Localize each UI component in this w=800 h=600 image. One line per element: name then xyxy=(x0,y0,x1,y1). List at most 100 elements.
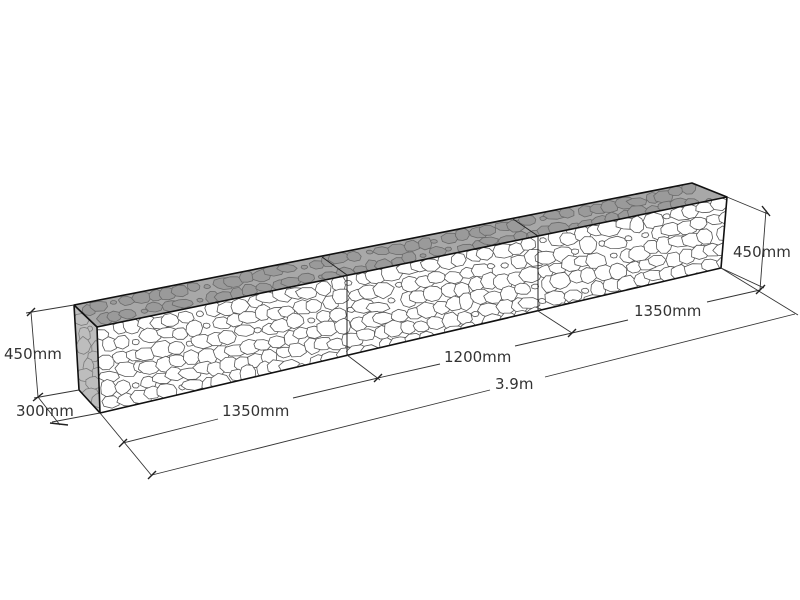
dimension-label-height-left: 450mm xyxy=(4,345,62,363)
stone xyxy=(578,236,598,255)
stone xyxy=(307,317,316,324)
stone xyxy=(443,271,464,285)
stone xyxy=(365,249,374,255)
stone xyxy=(109,300,117,305)
stone-texture-front xyxy=(97,197,727,409)
stone xyxy=(305,299,323,313)
stone xyxy=(97,370,120,382)
stone xyxy=(444,246,453,252)
stone xyxy=(254,304,271,321)
stone xyxy=(286,312,305,330)
dimension-label-height-right: 450mm xyxy=(733,243,791,261)
stone xyxy=(534,250,559,265)
stone xyxy=(454,228,470,241)
stone xyxy=(217,329,237,346)
stone xyxy=(131,382,140,389)
stone xyxy=(89,300,108,312)
stone xyxy=(300,264,309,270)
stone xyxy=(101,395,121,409)
stone xyxy=(558,207,575,219)
stone xyxy=(500,262,509,269)
stone xyxy=(75,335,92,355)
stone xyxy=(131,339,140,346)
stone xyxy=(641,232,650,239)
stone xyxy=(297,272,316,284)
stone xyxy=(233,324,256,337)
stone xyxy=(97,354,115,371)
stone xyxy=(172,327,188,340)
stone xyxy=(703,269,721,287)
stone xyxy=(344,279,353,286)
stone xyxy=(372,282,395,300)
stone xyxy=(604,293,630,306)
dimension-label-segment-3: 1350mm xyxy=(634,302,701,320)
stone xyxy=(517,297,541,309)
stone xyxy=(469,288,491,305)
stone xyxy=(681,283,691,290)
stone xyxy=(332,288,351,304)
stone xyxy=(695,201,715,214)
dimension-label-segment-1: 1350mm xyxy=(222,402,289,420)
stone xyxy=(549,271,571,290)
stone xyxy=(276,263,298,273)
stone xyxy=(499,285,518,303)
stone xyxy=(171,298,194,309)
stone xyxy=(356,328,376,341)
stone xyxy=(267,335,286,349)
dimension-label-depth: 300mm xyxy=(16,402,74,420)
stone xyxy=(559,232,580,247)
stone xyxy=(478,224,497,236)
stone xyxy=(486,263,496,270)
stone-texture-side xyxy=(74,313,100,409)
stone xyxy=(581,287,590,294)
stone xyxy=(346,250,362,262)
stone xyxy=(450,252,467,267)
stone xyxy=(625,260,643,274)
stone xyxy=(131,291,152,304)
stone-texture-top xyxy=(81,183,713,326)
stone xyxy=(471,311,480,318)
stone xyxy=(718,210,727,225)
stone xyxy=(681,183,697,195)
stone xyxy=(609,252,618,259)
stone xyxy=(186,282,201,292)
stone xyxy=(430,239,438,244)
stone xyxy=(418,237,433,251)
stone xyxy=(625,197,648,207)
stone xyxy=(90,392,100,409)
stone xyxy=(287,342,307,358)
stone xyxy=(156,383,178,399)
stone xyxy=(662,213,671,220)
stone xyxy=(170,284,189,298)
stone xyxy=(113,334,130,350)
stone xyxy=(140,308,149,314)
stone xyxy=(695,228,714,245)
stone xyxy=(316,320,338,337)
stone xyxy=(603,235,628,250)
stone xyxy=(294,287,318,300)
stone xyxy=(167,340,186,355)
stone xyxy=(514,282,532,295)
stone xyxy=(600,199,619,213)
stone xyxy=(185,319,204,338)
stone xyxy=(478,236,499,246)
stone xyxy=(571,248,580,255)
stone xyxy=(203,284,212,290)
stone xyxy=(253,339,272,351)
stone xyxy=(118,308,137,320)
stone xyxy=(202,322,211,329)
stone xyxy=(314,280,332,297)
stone xyxy=(280,276,302,288)
stone xyxy=(106,310,123,323)
stone xyxy=(253,327,262,334)
dimension-label-total-length: 3.9m xyxy=(495,375,533,393)
stone xyxy=(624,235,633,242)
stone xyxy=(647,255,667,268)
dimension-ticks xyxy=(26,205,771,480)
stone xyxy=(419,253,427,258)
stone xyxy=(196,297,204,303)
stone xyxy=(387,297,396,304)
stone xyxy=(195,310,205,318)
